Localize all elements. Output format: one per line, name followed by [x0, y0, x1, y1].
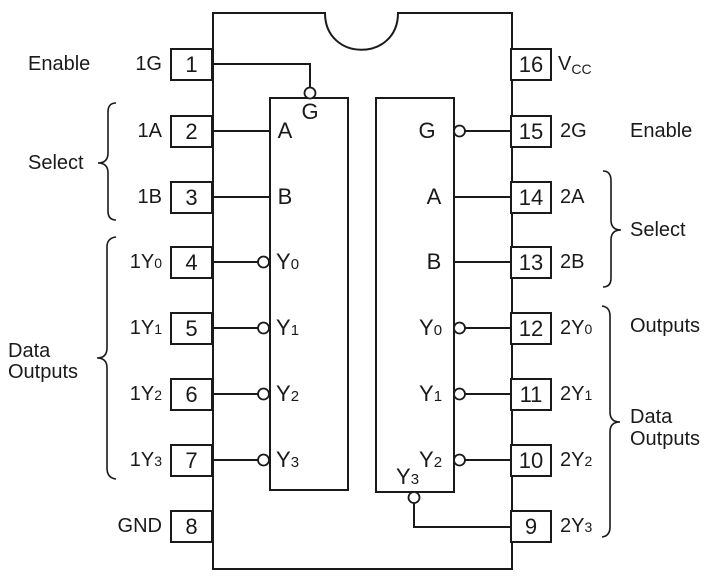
pin-label-1y0: 1Y0	[129, 251, 162, 273]
pin-label-2y2: 2Y2	[560, 449, 593, 471]
pin-label-1a: 1A	[137, 120, 162, 142]
label-outputs-right: Outputs	[630, 315, 701, 337]
pin-label-2g: 2G	[560, 120, 587, 142]
bubble-2y1	[453, 387, 466, 401]
pin-label-1g: 1G	[135, 53, 162, 75]
bubble-2y0	[453, 321, 466, 335]
ic-body	[212, 12, 513, 570]
decoder2-y3-label: Y3	[396, 464, 420, 489]
pin-label-2y0: 2Y0	[560, 317, 593, 339]
label-data-outputs-left: Data Outputs	[8, 341, 78, 383]
pin-label-vcc: VCC	[558, 53, 592, 77]
pin-label-1y1: 1Y1	[129, 317, 162, 339]
decoder1-y3-label: Y3	[276, 447, 300, 472]
decoder1-y2-label: Y2	[276, 381, 300, 406]
pin-box-2: 2	[170, 115, 213, 148]
brace-data-outputs-right	[601, 305, 621, 538]
pin-box-5: 5	[170, 312, 213, 345]
pin-box-13: 13	[510, 246, 552, 279]
pin-label-1y2: 1Y2	[129, 383, 162, 405]
pin-box-11: 11	[510, 378, 552, 411]
pin-label-2y3: 2Y3	[560, 515, 593, 537]
bubble-1y2	[257, 387, 270, 401]
label-select-right: Select	[630, 219, 686, 241]
label-data-outputs-left-line1: Data	[8, 340, 51, 362]
bubble-1y1	[257, 321, 270, 335]
bubble-1g	[303, 86, 317, 100]
brace-data-outputs-left	[96, 236, 117, 480]
decoder2-a-label: A	[426, 184, 442, 209]
wire-2y3	[413, 503, 512, 528]
brace-select-right	[602, 170, 622, 288]
label-enable-right: Enable	[630, 120, 693, 142]
pin-box-16: 16	[510, 48, 552, 81]
bubble-2y3	[407, 491, 421, 504]
pin-box-10: 10	[510, 444, 552, 477]
decoder1-b-label: B	[277, 184, 293, 209]
pin-box-4: 4	[170, 246, 213, 279]
pin-box-1: 1	[170, 48, 213, 81]
decoder2-g-label: G	[418, 118, 436, 143]
pin-label-gnd: GND	[117, 515, 162, 537]
label-enable-left: Enable	[28, 53, 91, 75]
brace-select-left	[97, 102, 117, 221]
pin-label-2y1: 2Y1	[560, 383, 593, 405]
bubble-2y2	[453, 453, 466, 467]
decoder1-g-label: G	[301, 99, 319, 124]
decoder2-y0-label: Y0	[419, 315, 443, 340]
pin-box-12: 12	[510, 312, 552, 345]
pin-box-3: 3	[170, 181, 213, 214]
decoder2-y1-label: Y1	[419, 381, 443, 406]
label-data-outputs-left-line2: Outputs	[8, 361, 79, 383]
bubble-2g	[453, 124, 466, 138]
pin-label-2b: 2B	[560, 251, 585, 273]
bubble-1y0	[257, 255, 270, 269]
decoder2-b-label: B	[426, 249, 442, 274]
wire-1g	[213, 63, 311, 88]
pin-label-1y3: 1Y3	[129, 449, 162, 471]
pin-box-14: 14	[510, 181, 552, 214]
pin-box-9: 9	[510, 510, 552, 543]
pin-label-2a: 2A	[560, 186, 585, 208]
pin-box-7: 7	[170, 444, 213, 477]
label-data-outputs-right: Data Outputs	[630, 406, 700, 450]
decoder2-y2-label: Y2	[419, 447, 443, 472]
label-data-outputs-right-line1: Data	[630, 406, 673, 428]
pin-box-6: 6	[170, 378, 213, 411]
pin-box-8: 8	[170, 510, 213, 543]
pin-box-15: 15	[510, 115, 552, 148]
label-select-left: Select	[28, 152, 84, 174]
decoder1-a-label: A	[277, 118, 293, 143]
decoder1-y0-label: Y0	[276, 249, 300, 274]
decoder1-y1-label: Y1	[276, 315, 300, 340]
bubble-1y3	[257, 453, 270, 467]
pin-label-1b: 1B	[137, 186, 162, 208]
label-data-outputs-right-line2: Outputs	[630, 428, 701, 450]
